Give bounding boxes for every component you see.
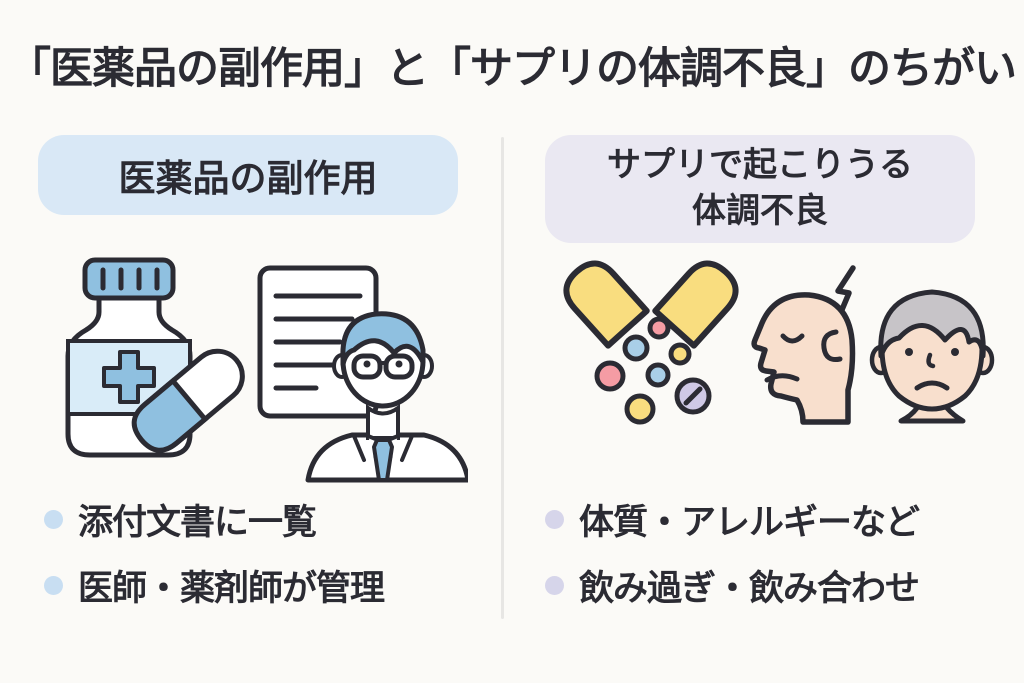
bullet-dot-icon [44, 510, 63, 529]
medication-illustration [58, 248, 468, 483]
left-bullet-list: 添付文書に一覧 医師・薬剤師が管理 [44, 494, 385, 611]
right-section-header-line1: サプリで起こりうる [607, 145, 913, 186]
list-item: 添付文書に一覧 [44, 494, 384, 545]
column-divider [501, 137, 504, 619]
doctor-icon [305, 311, 468, 483]
medication-illustration-svg [65, 257, 468, 483]
open-capsule-icon [563, 260, 739, 349]
capsule-icon [131, 348, 245, 453]
bullet-text: 医師・薬剤師が管理 [78, 569, 385, 609]
bullet-dot-icon [545, 576, 564, 595]
unwell-elderly-face-icon [869, 289, 995, 424]
bullet-text: 飲み過ぎ・飲み合わせ [579, 569, 920, 609]
left-section-header-label: 医薬品の副作用 [118, 157, 378, 200]
bullet-dot-icon [44, 576, 63, 595]
supplement-illustration-svg [563, 260, 995, 425]
lightning-bolt-icon [835, 265, 856, 315]
supplement-illustration [545, 248, 1015, 483]
right-bullet-list: 体質・アレルギーなど 飲み過ぎ・飲み合わせ [545, 494, 920, 611]
right-section-header-line2: 体調不良 [692, 191, 828, 231]
left-section-header: 医薬品の副作用 [38, 135, 458, 215]
page-title: 「医薬品の副作用」と「サプリの体調不良」のちがい [8, 44, 1017, 94]
bullet-text: 添付文書に一覧 [78, 503, 317, 543]
list-item: 医師・薬剤師が管理 [44, 560, 385, 611]
scattered-pills-icon [594, 316, 712, 425]
list-item: 飲み過ぎ・飲み合わせ [545, 560, 920, 611]
right-section-header: サプリで起こりうる 体調不良 [545, 135, 975, 243]
bullet-dot-icon [545, 510, 564, 529]
list-item: 体質・アレルギーなど [545, 494, 920, 545]
headache-profile-face-icon [751, 292, 856, 425]
bullet-text: 体質・アレルギーなど [579, 503, 920, 543]
